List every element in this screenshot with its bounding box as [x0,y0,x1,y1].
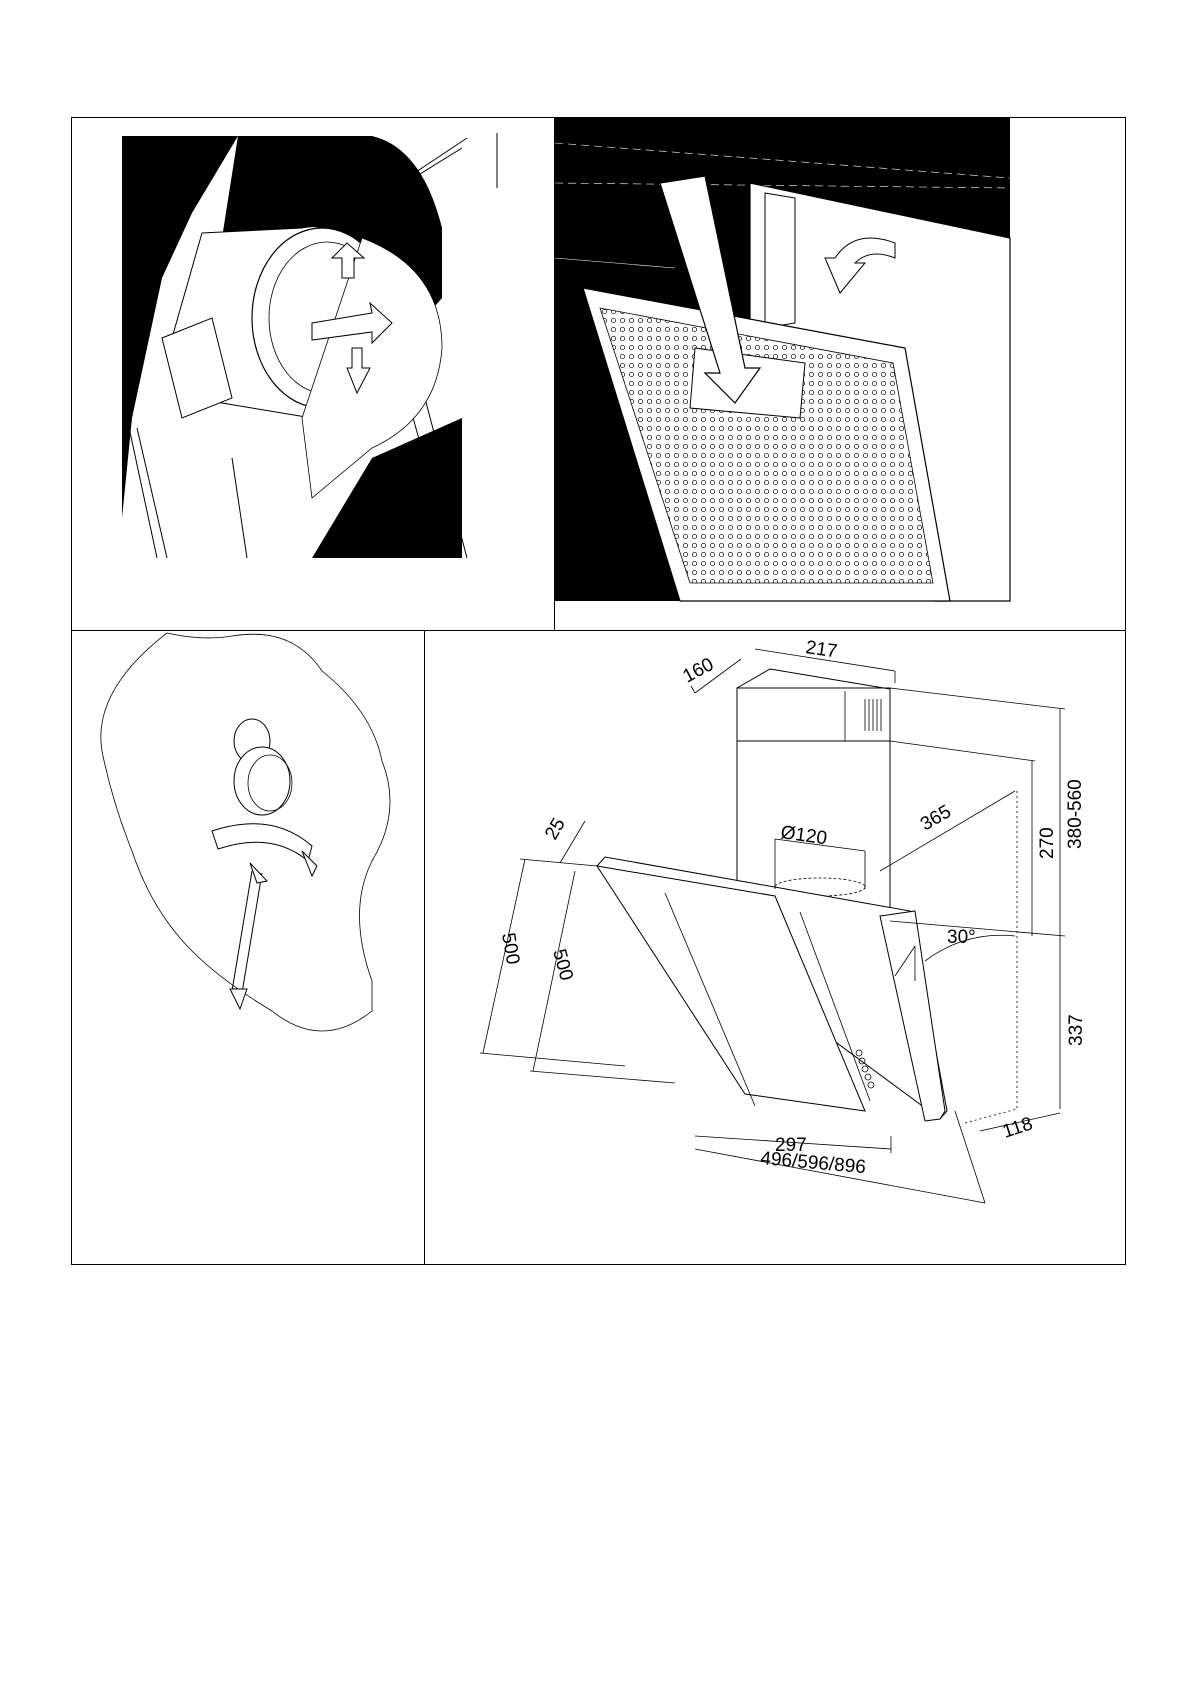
dim-outlet-diameter: Ø120 [779,822,828,849]
dim-chimney-adjust: 380-560 [1065,779,1086,849]
dim-chimney-depth: 160 [679,654,717,687]
dim-upper-height: 270 [1037,827,1058,859]
dim-glass-height-outer: 500 [497,931,523,966]
dim-lower-height: 337 [1066,1014,1087,1046]
figure-frame: 160 217 Ø120 365 380-560 270 25 500 500 … [71,117,1126,1265]
dim-panel-width: 297 [775,1135,807,1156]
panel-duct-connection [72,631,424,1264]
dim-chimney-width: 217 [804,637,838,662]
panel-dimensions: 160 217 Ø120 365 380-560 270 25 500 500 … [425,631,1125,1264]
duct-illustration [100,632,391,1032]
filter-illustration [555,118,1011,602]
row-divider [72,630,1125,632]
dim-glass-thickness: 25 [541,815,570,844]
top-column-divider [554,118,556,630]
bottom-column-divider [424,630,426,1264]
dimensions-drawing: 160 217 Ø120 365 380-560 270 25 500 500 … [479,637,1087,1204]
panel-grease-filter [555,118,1125,630]
panel-motor-filter [72,118,554,630]
motor-illustration [122,133,498,559]
dim-base-depth: 118 [1000,1113,1035,1142]
dim-total-width: 496/596/896 [760,1148,867,1178]
dim-angle: 30° [947,927,976,948]
